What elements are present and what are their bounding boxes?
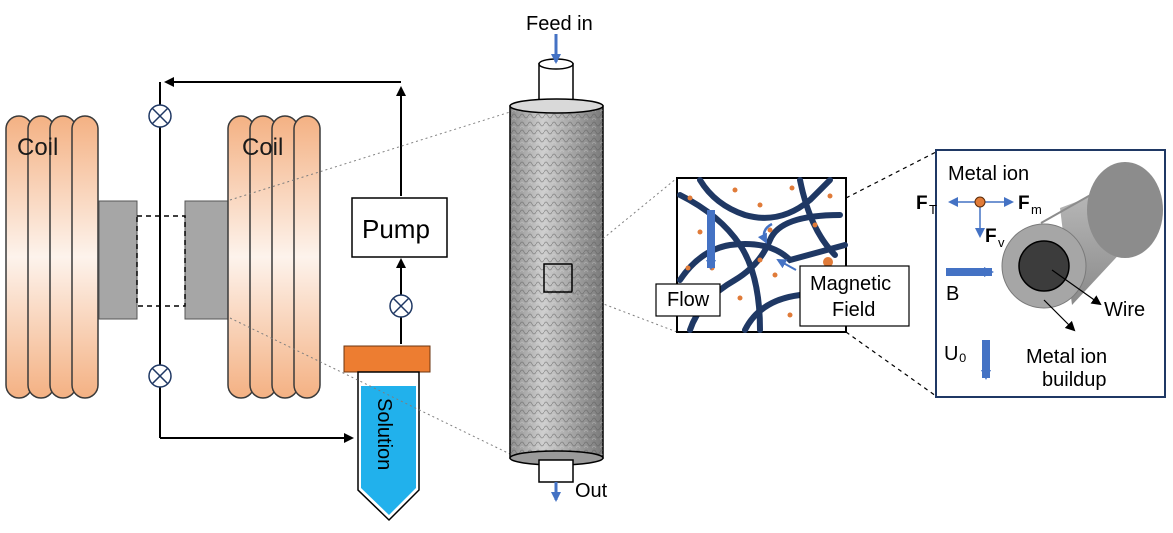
- b-field-label: B: [946, 283, 959, 305]
- tube-liquid: [361, 386, 416, 515]
- force-t-label: F: [916, 193, 928, 214]
- column-top-rim: [509, 98, 604, 114]
- force-v-subscript: v: [998, 235, 1005, 250]
- metal-ion-label: Metal ion: [948, 163, 1029, 185]
- metal-ions: [685, 185, 833, 318]
- pump-box: Pump: [351, 197, 448, 258]
- zoom-lines-wire: [845, 151, 937, 397]
- wire-label: Wire: [1104, 299, 1145, 321]
- magnetic-field-label-box: Magnetic Field: [799, 265, 910, 327]
- out-label: Out: [575, 480, 608, 502]
- force-v-label: F: [985, 226, 997, 247]
- column-zoom-window: [543, 263, 573, 293]
- curl-arrow-icon: [757, 222, 773, 244]
- coil-ring: [71, 115, 99, 399]
- force-m-label: F: [1018, 193, 1030, 214]
- magnet-pole-left: [98, 200, 138, 320]
- flow-loop: [159, 77, 406, 443]
- pump-label: Pump: [362, 214, 430, 244]
- magnetic-field-label-line1: Magnetic: [810, 273, 891, 295]
- flow-label: Flow: [667, 289, 710, 311]
- force-m-subscript: m: [1031, 202, 1042, 217]
- left-coil-stack: Coil: [5, 115, 99, 399]
- zoom-lines-mesh: [571, 177, 678, 333]
- zoom-lines-column: [229, 111, 511, 455]
- solution-label: Solution: [373, 398, 395, 470]
- wire-core: [1018, 240, 1070, 292]
- buildup-label-line1: Metal ion: [1026, 346, 1107, 368]
- solution-tube: Solution: [343, 345, 431, 522]
- valve-top: [148, 104, 172, 128]
- flow-label-box: Flow: [655, 283, 721, 317]
- wire-detail-panel: Metal ion F T F m F v B U₀ Wire Metal io…: [916, 149, 1166, 398]
- u0-label: U₀: [944, 343, 967, 365]
- magnetic-field-label-line2: Field: [832, 299, 875, 321]
- wire-cylinder: [1001, 162, 1163, 309]
- separation-column: [509, 58, 604, 483]
- coil-right-label: Coil: [242, 134, 283, 161]
- column-outlet-pipe: [538, 459, 574, 483]
- valve-pump-inlet: [389, 294, 413, 318]
- wire-pointer: [1051, 269, 1102, 306]
- right-coil-stack: Coil: [227, 115, 321, 399]
- buildup-label-line2: buildup: [1042, 369, 1107, 391]
- magnet-pole-right: [184, 200, 232, 320]
- force-t-subscript: T: [929, 202, 937, 217]
- coil-ring: [293, 115, 321, 399]
- tube-cap: [343, 345, 431, 373]
- feed-in-label: Feed in: [526, 13, 593, 35]
- valve-bottom: [148, 364, 172, 388]
- buildup-pointer: [1043, 299, 1076, 332]
- metal-ion-particle: [974, 196, 986, 208]
- field-pointer: [776, 259, 797, 271]
- coil-left-label: Coil: [17, 134, 58, 161]
